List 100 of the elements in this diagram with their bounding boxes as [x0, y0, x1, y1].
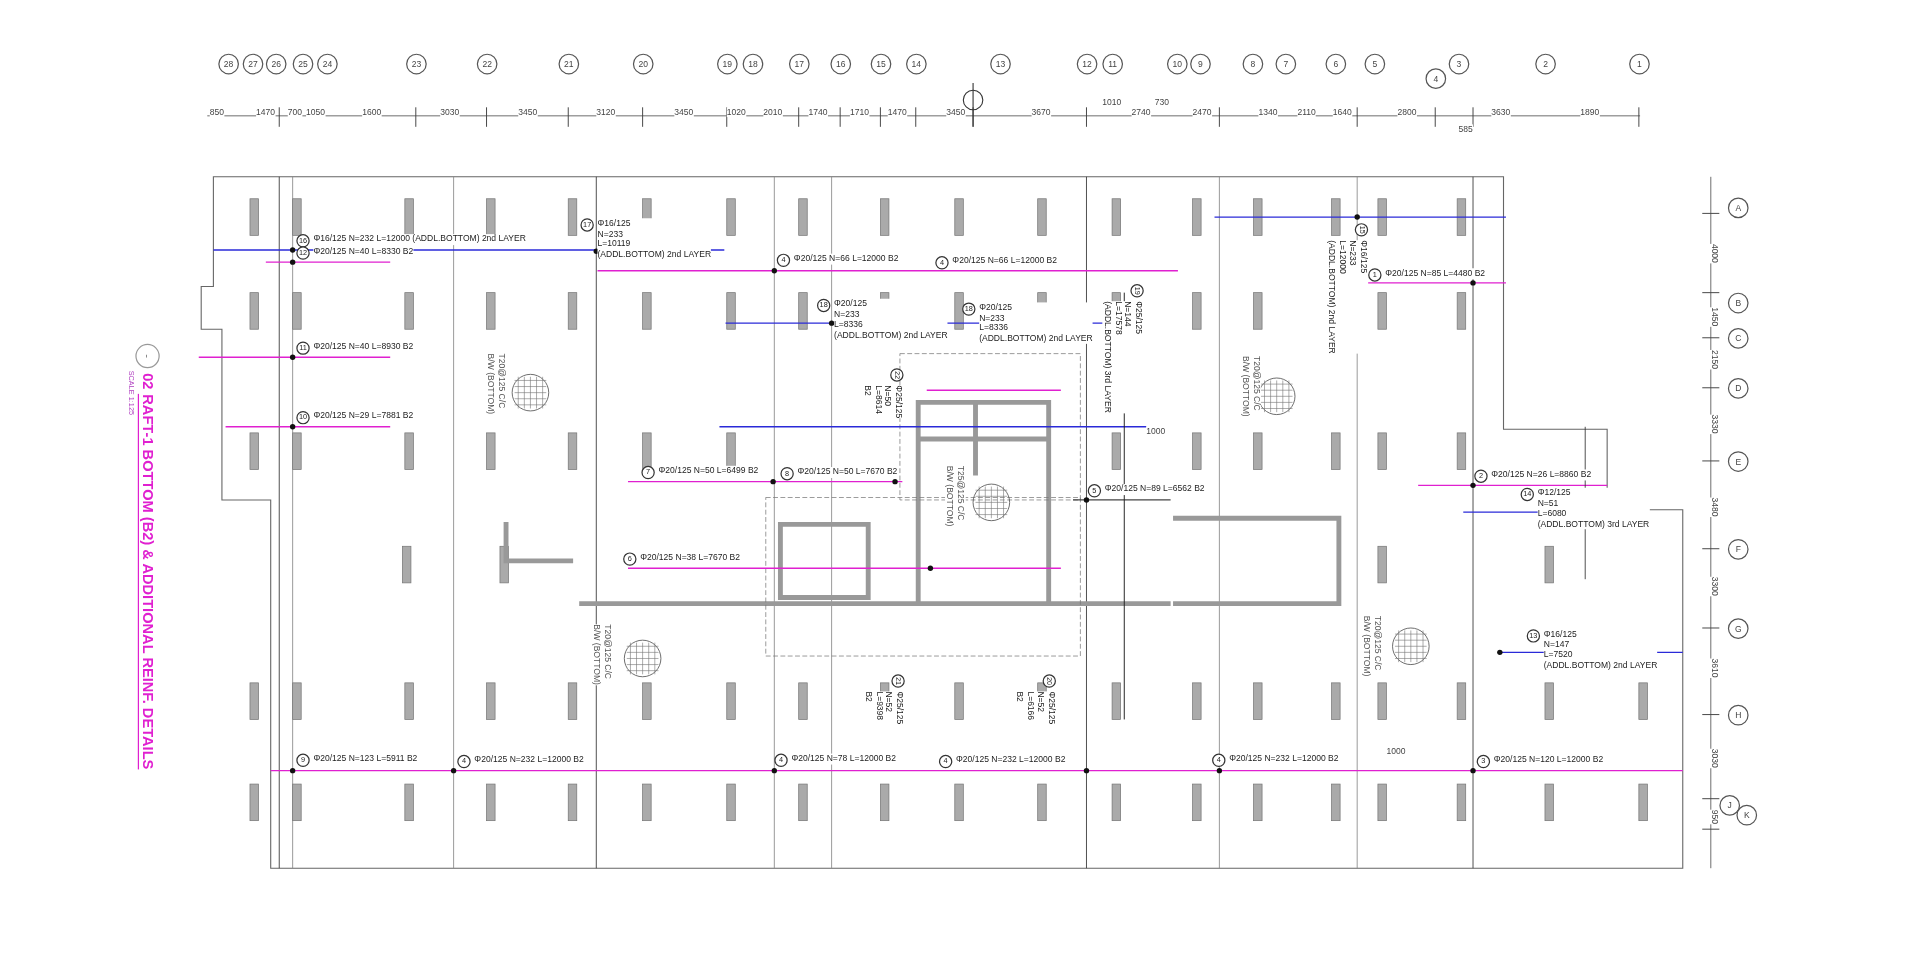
rebar-note: Φ16/125 N=233 L=10119 (ADDL.BOTTOM) 2nd LAYER	[597, 218, 712, 260]
grid-bubble: 14	[906, 53, 927, 75]
rebar-note: Φ16/125 N=147 L=7520 (ADDL.BOTTOM) 2nd LAYER	[1543, 629, 1658, 671]
dimension-text: 730	[1154, 97, 1169, 108]
grid-bubble: 20	[632, 53, 654, 75]
dimension-text: 3120	[596, 107, 616, 118]
rebar-note: Φ20/125 N=232 L=12000 B2	[1229, 753, 1339, 764]
rebar-note: Φ25/125 N=52 L=9398 B2	[863, 691, 905, 725]
dimension-text: 3300	[1709, 576, 1720, 596]
grid-bubble: 19	[717, 53, 738, 75]
dimension-text: 1000	[1146, 426, 1166, 437]
rebar-note: Φ16/125 N=232 L=12000 (ADDL.BOTTOM) 2nd LAYER	[313, 234, 526, 245]
rebar-note: Φ25/125 N=144 L=17578 (ADDL.BOTTOM) 3rd LAYER	[1102, 301, 1144, 413]
grid-bubble: 3	[1448, 53, 1470, 75]
grid-bubble: F	[1727, 538, 1749, 560]
dimension-text: 3450	[674, 107, 694, 118]
grid-bubble: 22	[476, 53, 498, 75]
dimension-text: 1450	[1709, 307, 1720, 327]
grid-bubble: D	[1727, 378, 1749, 399]
dimension-text: 3030	[1709, 748, 1720, 768]
grid-bubble: 23	[406, 53, 427, 75]
grid-bubble: 5	[1364, 53, 1386, 75]
grid-bubble: 4	[1425, 68, 1447, 89]
grid-bubble: 6	[1325, 53, 1347, 75]
grid-bubble: 1	[1629, 53, 1650, 75]
dimension-text: 3480	[1709, 497, 1720, 517]
rebar-note: Φ20/125 N=40 L=8330 B2	[313, 246, 414, 257]
grid-bubble: 2	[1535, 53, 1556, 75]
grid-bubble: 18	[742, 53, 764, 75]
grid-bubble: 21	[558, 53, 580, 75]
grid-bubble: 10	[1166, 53, 1188, 75]
grid-bubble: 24	[317, 53, 338, 75]
grid-bubble: 26	[265, 53, 287, 75]
dimension-text: 1010	[1102, 97, 1122, 108]
dimension-text: 1710	[849, 107, 869, 118]
drawing-title: RAFT-1 BOTTOM (B2) & ADDITIONAL REINF. DETAILS	[138, 394, 157, 770]
dimension-text: 3030	[440, 107, 460, 118]
grid-bubble: H	[1727, 704, 1749, 726]
dimension-text: 1340	[1258, 107, 1278, 118]
grid-bubble: B	[1727, 292, 1749, 314]
grid-bubble: 27	[242, 53, 264, 75]
grid-bubble: G	[1727, 618, 1749, 639]
dimension-text: 3610	[1709, 658, 1720, 678]
rebar-note: Φ20/125 N=233 L=8336 (ADDL.BOTTOM) 2nd LAYER	[979, 302, 1093, 344]
rebar-note: Φ25/125 N=52 L=6166 B2	[1014, 691, 1056, 725]
drawing-number: 02	[139, 373, 157, 390]
rebar-note: Φ20/125 N=66 L=12000 B2	[793, 253, 899, 264]
dimension-text: 2110	[1297, 107, 1316, 118]
dimension-text: 2740	[1131, 107, 1151, 118]
grid-bubble: 11	[1102, 53, 1124, 75]
rebar-note: Φ20/125 N=123 L=5911 B2	[313, 753, 418, 764]
rebar-note: Φ25/125 N=50 L=8614 B2	[862, 385, 904, 419]
grid-bubble: 17	[788, 53, 810, 75]
dimension-text: 1000	[1386, 746, 1406, 756]
dimension-text: 1890	[1580, 107, 1600, 118]
dimension-text: 1050	[306, 107, 326, 118]
rebar-note: Φ20/125 N=89 L=6562 B2	[1104, 484, 1205, 495]
dimension-text: 4000	[1709, 243, 1720, 263]
grid-bubble: 13	[990, 53, 1011, 75]
grid-bubble: 28	[218, 53, 239, 75]
dimension-text: 1020	[726, 107, 746, 118]
dimension-text: 2010	[763, 107, 783, 118]
dimension-text: 1470	[256, 107, 276, 118]
rebar-note: Φ20/125 N=26 L=8860 B2	[1491, 469, 1592, 480]
dimension-text: 850	[209, 107, 224, 118]
rebar-note: Φ20/125 N=85 L=4480 B2	[1385, 268, 1486, 279]
dimension-text: 3330	[1709, 414, 1720, 434]
dimension-text: 2150	[1709, 349, 1720, 369]
drawing-reference-bubble: -	[135, 343, 160, 369]
rebar-note: Φ20/125 N=50 L=7670 B2	[797, 467, 898, 478]
rebar-note: Φ12/125 N=51 L=6080 (ADDL.BOTTOM) 3rd LAYER	[1537, 487, 1650, 530]
grid-bubble: E	[1727, 451, 1749, 472]
dimension-text: 1470	[887, 107, 907, 118]
grid-bubble: C	[1727, 328, 1749, 349]
dimension-text: 700	[287, 107, 303, 118]
grid-bubble: J	[1719, 795, 1741, 816]
grid-bubble: 25	[292, 53, 314, 75]
grid-bubble: 16	[830, 53, 852, 75]
grid-bubble: 9	[1190, 53, 1211, 75]
dimension-text: 3450	[946, 107, 966, 118]
dimension-text: 1740	[808, 107, 828, 118]
grid-bubble: A	[1727, 197, 1749, 219]
rebar-note: Φ16/125 N=233 L=12000 (ADDL.BOTTOM) 2nd LAYER	[1326, 240, 1369, 354]
rebar-note: Φ20/125 N=40 L=8930 B2	[313, 341, 414, 352]
rebar-note: Φ20/125 N=78 L=12000 B2	[791, 753, 896, 764]
grid-bubble: 8	[1242, 53, 1264, 75]
grid-bubble: K	[1736, 804, 1758, 826]
dimension-text: 950	[1709, 809, 1720, 824]
dimension-text: 2800	[1397, 107, 1417, 118]
dimension-text: 585	[1458, 124, 1473, 135]
dimension-text: 3450	[518, 107, 538, 118]
dimension-text: 3670	[1031, 107, 1051, 118]
dimension-text: 3630	[1491, 107, 1511, 118]
grid-bubble: 7	[1275, 53, 1297, 75]
rebar-note: Φ20/125 N=38 L=7670 B2	[640, 552, 741, 563]
grid-bubble: 15	[870, 53, 892, 75]
dimension-text: 2470	[1192, 107, 1212, 118]
dimension-text: 1640	[1332, 107, 1352, 118]
grid-bubble: 12	[1076, 53, 1098, 75]
rebar-note: Φ20/125 N=233 L=8336 (ADDL.BOTTOM) 2nd LAYER	[834, 298, 948, 341]
